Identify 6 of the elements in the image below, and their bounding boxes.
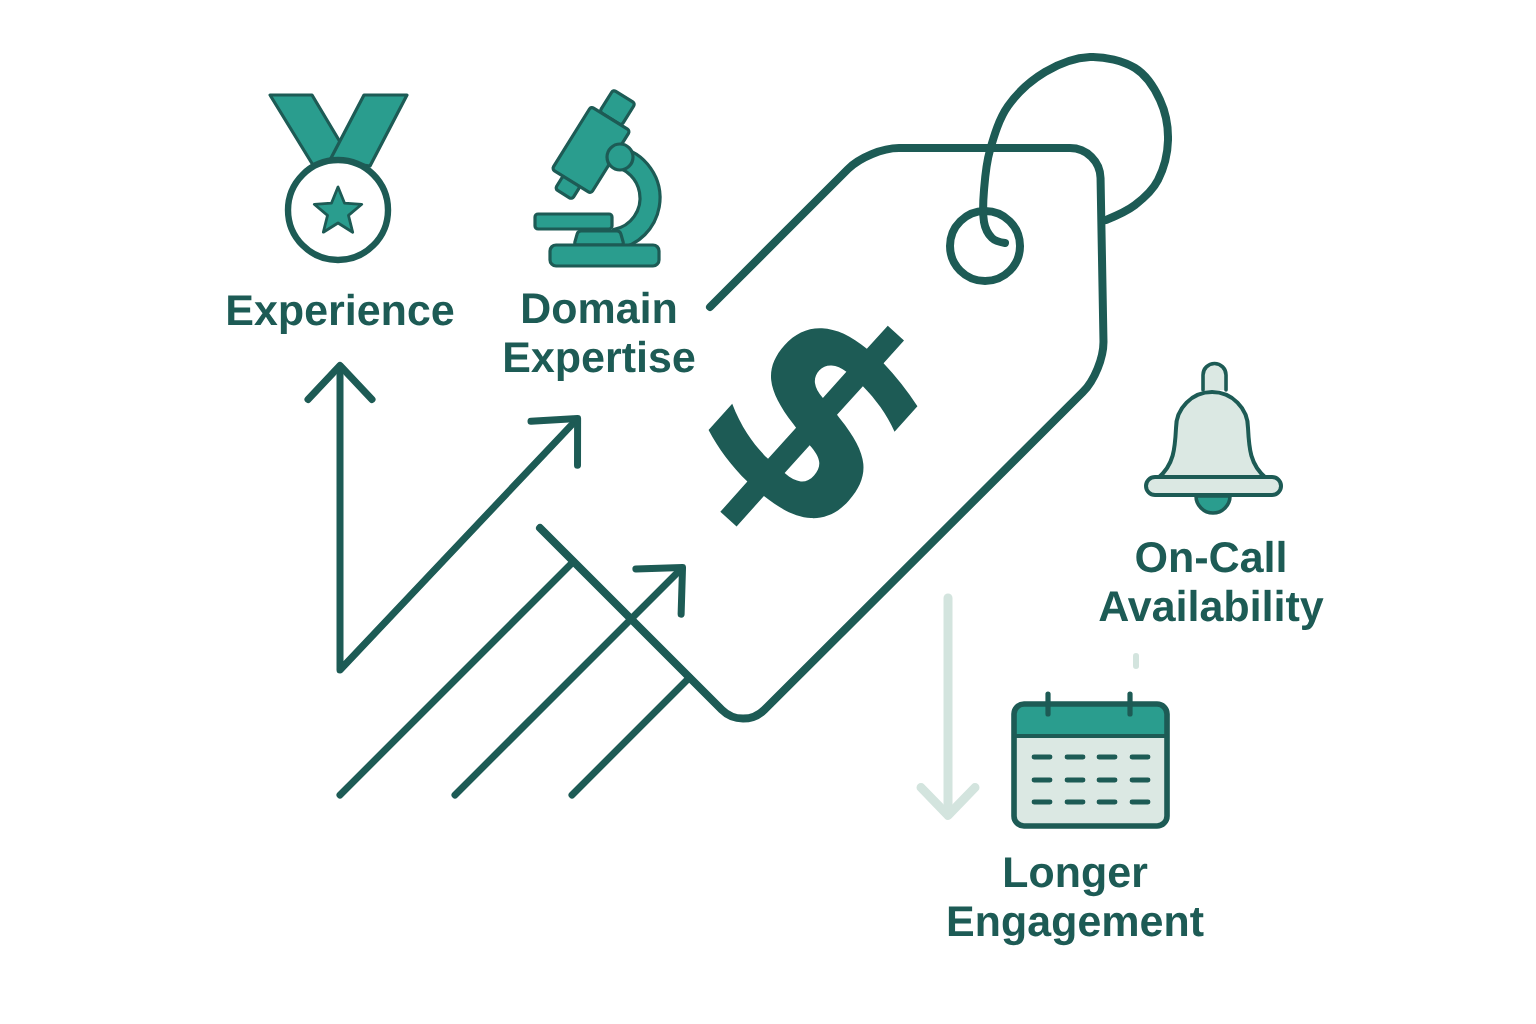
node-label: $ [708, 325, 918, 527]
icon-label: Longer Engagement [948, 857, 1204, 946]
connector-line [336, 558, 577, 799]
icon-label: Experience [228, 293, 454, 334]
arrow [451, 563, 687, 799]
connector-line [568, 674, 693, 799]
